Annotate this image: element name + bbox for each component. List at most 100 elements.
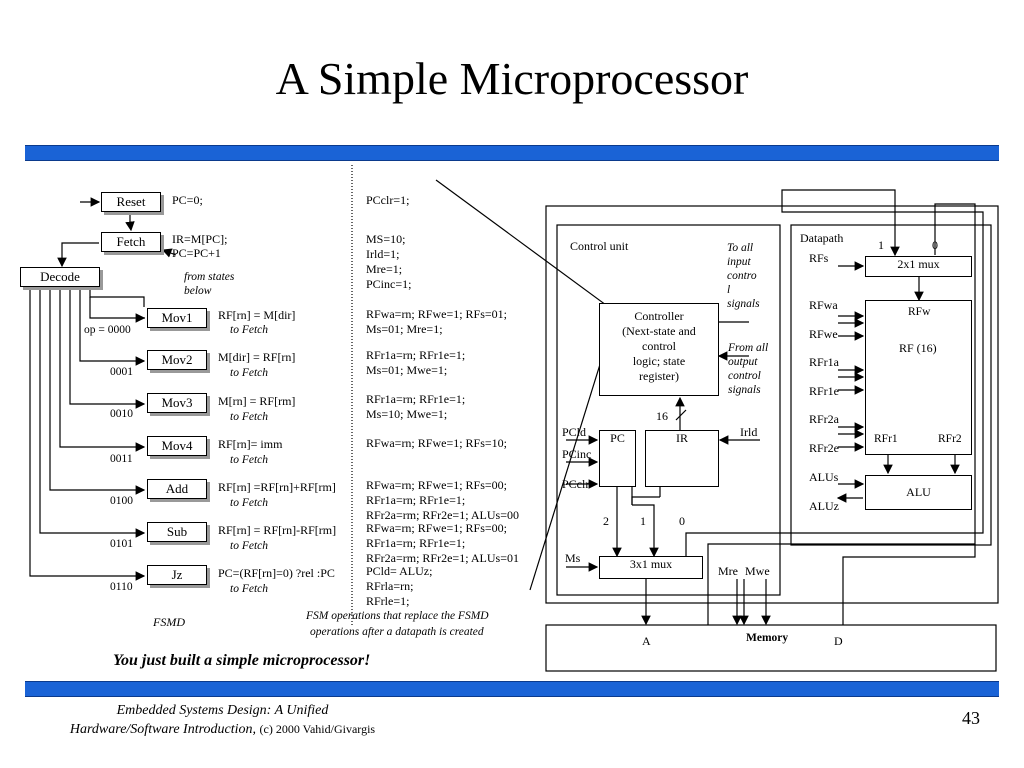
fetch-replacement-3: Mre=1;: [366, 262, 403, 276]
rfr2-label: RFr2: [938, 433, 962, 445]
state-reset: Reset: [101, 192, 161, 212]
controller-block: Controller (Next-state and control logic…: [599, 303, 719, 396]
mov2-next: to Fetch: [230, 367, 268, 379]
add-replacement-1: RFwa=rn; RFwe=1; RFs=00;: [366, 478, 507, 492]
rf-label: RF (16): [899, 341, 937, 355]
state-mov3: Mov3: [147, 393, 207, 413]
jz-action: PC=(RF[rn]=0) ?rel :PC: [218, 566, 335, 580]
rfr2e-label: RFr2e: [809, 441, 839, 455]
add-replacement-2: RFr1a=rn; RFr1e=1;: [366, 493, 466, 507]
fetch-replacement-1: MS=10;: [366, 232, 406, 246]
pcld-label: PCld: [562, 425, 587, 439]
rfs-label: RFs: [809, 251, 829, 265]
aluz-label: ALUz: [809, 499, 839, 513]
mux3-input-1: 1: [640, 514, 646, 528]
mux3-input-2: 2: [603, 514, 609, 528]
from-all-output-signals: From all output control signals: [728, 341, 768, 397]
alu-block: ALU: [865, 475, 972, 510]
sub-replacement-2: RFr1a=rn; RFr1e=1;: [366, 536, 466, 550]
mov3-next: to Fetch: [230, 411, 268, 423]
rfwe-label: RFwe: [809, 327, 838, 341]
mov2-action: M[dir] = RF[rn]: [218, 350, 296, 364]
state-add: Add: [147, 479, 207, 499]
sub-opcode: 0101: [110, 538, 133, 550]
mov4-opcode: 0011: [110, 453, 133, 465]
rfr2a-label: RFr2a: [809, 412, 839, 426]
jz-replacement-2: RFrla=rn;: [366, 579, 414, 593]
add-action: RF[rn] =RF[rn]+RF[rm]: [218, 480, 336, 494]
mov1-next: to Fetch: [230, 324, 268, 336]
datapath-label: Datapath: [800, 231, 844, 245]
to-all-line-3: contro: [727, 270, 757, 282]
controller-line-1: Controller: [634, 309, 684, 323]
replacement-caption-1: FSM operations that replace the FSMD: [306, 610, 489, 622]
tagline: You just built a simple microprocessor!: [113, 652, 371, 669]
add-opcode: 0100: [110, 495, 133, 507]
mov3-opcode: 0010: [110, 408, 133, 420]
fetch-replacement-4: PCinc=1;: [366, 277, 412, 291]
register-file: RFw RF (16) RFr1 RFr2: [865, 300, 972, 455]
jz-replacement-1: PCld= ALUz;: [366, 564, 433, 578]
fetch-replacement-2: Irld=1;: [366, 247, 400, 261]
footer-line-2: Hardware/Software Introduction, (c) 2000…: [0, 722, 445, 738]
bus-width-label: 16: [656, 409, 668, 423]
page-number: 43: [962, 708, 980, 728]
footer-line-1: Embedded Systems Design: A Unified: [116, 703, 329, 718]
memory-a-label: A: [642, 634, 651, 648]
rfw-label: RFw: [908, 306, 931, 318]
mux-3x1: 3x1 mux: [599, 556, 703, 579]
controller-line-3: control: [642, 339, 676, 353]
mov2-replacement-1: RFr1a=rn; RFr1e=1;: [366, 348, 466, 362]
fetch-action-1: IR=M[PC];: [172, 232, 228, 246]
from-all-line-4: signals: [728, 384, 761, 396]
reset-action: PC=0;: [172, 193, 203, 207]
mov1-opcode: op = 0000: [84, 324, 131, 336]
mov1-replacement-2: Ms=01; Mre=1;: [366, 322, 443, 336]
mux3-input-0: 0: [679, 514, 685, 528]
mov3-action: M[rn] = RF[rm]: [218, 394, 296, 408]
alus-label: ALUs: [809, 470, 839, 484]
mov3-replacement-2: Ms=10; Mwe=1;: [366, 407, 448, 421]
mov3-replacement-1: RFr1a=rn; RFr1e=1;: [366, 392, 466, 406]
mov4-next: to Fetch: [230, 454, 268, 466]
footer-book-subtitle: Hardware/Software Introduction,: [69, 722, 257, 737]
sub-replacement-1: RFwa=rn; RFwe=1; RFs=00;: [366, 521, 507, 535]
bottom-divider-bar: [25, 681, 999, 697]
footer-copyright: (c) 2000 Vahid/Givargis: [259, 722, 376, 736]
mov4-action: RF[rn]= imm: [218, 437, 283, 451]
rfr1e-label: RFr1e: [809, 384, 839, 398]
mov2-replacement-2: Ms=01; Mwe=1;: [366, 363, 448, 377]
memory-label: Memory: [746, 632, 789, 644]
top-divider-bar: [25, 145, 999, 161]
pcclr-label: PCclr: [562, 477, 590, 491]
pc-register: PC: [599, 430, 636, 487]
jz-next: to Fetch: [230, 583, 268, 595]
rfwa-label: RFwa: [809, 298, 838, 312]
to-all-line-2: input: [727, 256, 751, 268]
mux2-input-1: 1: [878, 238, 884, 252]
from-all-line-3: control: [728, 370, 761, 382]
to-all-line-4: l: [727, 284, 731, 296]
fetch-action-2: PC=PC+1: [172, 246, 221, 260]
to-all-line-1: To all: [727, 242, 754, 254]
decode-note-2: below: [184, 285, 212, 297]
state-sub: Sub: [147, 522, 207, 542]
controller-line-4: logic; state: [632, 354, 686, 368]
jz-replacement-3: RFrle=1;: [366, 594, 410, 608]
state-fetch: Fetch: [101, 232, 161, 252]
mov4-replacement-1: RFwa=rn; RFwe=1; RFs=10;: [366, 436, 507, 450]
memory-d-label: D: [834, 634, 843, 648]
rfr1a-label: RFr1a: [809, 355, 839, 369]
state-mov4: Mov4: [147, 436, 207, 456]
ir-register: IR: [645, 430, 719, 487]
add-replacement-3: RFr2a=rm; RFr2e=1; ALUs=00: [366, 508, 519, 522]
irld-label: Irld: [740, 425, 758, 439]
replacement-caption-2: operations after a datapath is created: [310, 626, 484, 638]
mux2-input-0: 0: [932, 238, 938, 252]
fsmd-label: FSMD: [153, 615, 185, 629]
control-unit-label: Control unit: [570, 239, 629, 253]
slide-title: A Simple Microprocessor: [275, 53, 749, 104]
mre-label: Mre: [718, 564, 738, 578]
mux-2x1: 2x1 mux: [865, 256, 972, 277]
to-all-input-signals: To all input contro l signals: [727, 241, 760, 311]
